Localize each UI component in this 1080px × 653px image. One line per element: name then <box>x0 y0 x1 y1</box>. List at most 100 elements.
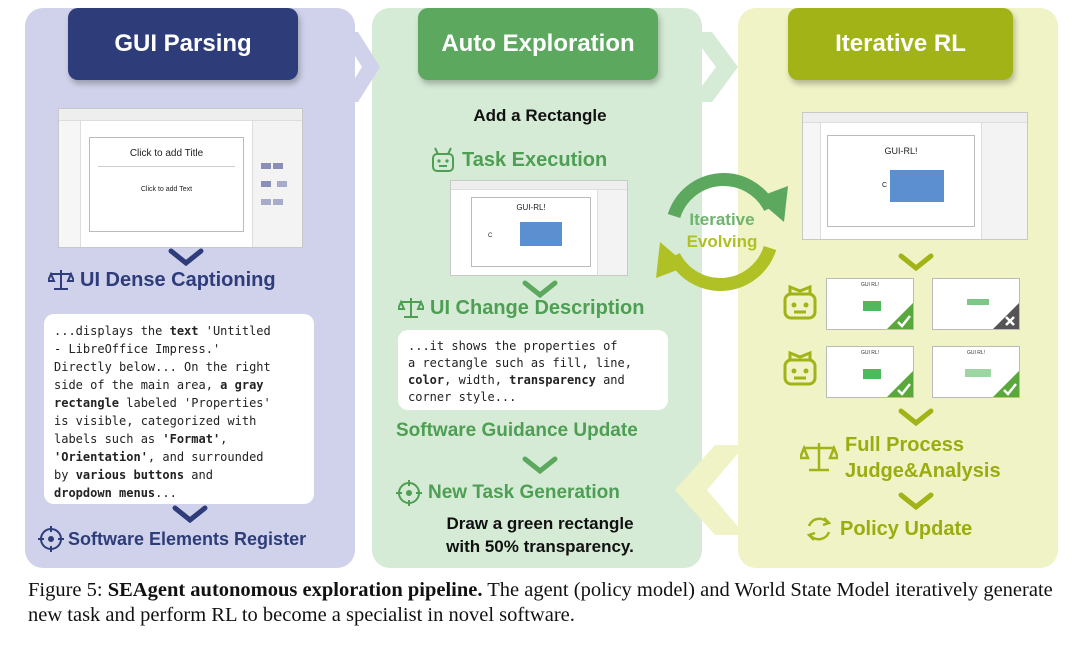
code-text: and <box>184 468 213 482</box>
task-execution-label: Task Execution <box>430 146 607 174</box>
task-add-rectangle: Add a Rectangle <box>473 106 607 125</box>
ui-change-description-label: UI Change Description <box>398 296 644 320</box>
ui-change-line: color, width, transparency and <box>408 372 658 389</box>
auto-exploration-title: Auto Exploration <box>418 8 658 80</box>
dense-caption-line: rectangle labeled 'Properties' <box>54 394 304 412</box>
code-text: 'Untitled <box>198 324 271 338</box>
slide-title-placeholder: Click to add Title <box>129 148 204 159</box>
judge-analysis-line-2: Judge&Analysis <box>845 460 1001 482</box>
caption-bold-title: SEAgent autonomous exploration pipeline. <box>107 579 483 601</box>
code-text: ... <box>155 486 177 500</box>
dense-caption-line: Directly below... On the right <box>54 358 304 376</box>
rollout-thumbnail: GUI RL! <box>826 346 914 398</box>
dense-caption-text-block: ...displays the text 'Untitled - LibreOff… <box>44 314 314 504</box>
ui-change-description-text: UI Change Description <box>430 296 645 319</box>
chevron-down-icon <box>522 456 558 474</box>
dense-caption-line: is visible, categorized with <box>54 412 304 430</box>
chevron-down-icon <box>522 280 558 298</box>
bold-keyword: color <box>408 373 445 387</box>
robot-icon <box>783 350 817 386</box>
figure-caption: Figure 5: SEAgent autonomous exploration… <box>28 578 1068 628</box>
dense-caption-line: labels such as 'Format', <box>54 430 304 448</box>
bold-keyword: transparency <box>509 373 596 387</box>
target-icon <box>396 480 422 506</box>
code-text: by <box>54 468 76 482</box>
scale-icon <box>800 443 838 472</box>
code-text: labeled 'Properties' <box>119 396 271 410</box>
new-task-line-1: Draw a green rectangle <box>446 514 634 533</box>
code-text: corner style... <box>408 390 517 404</box>
caption-prefix: Figure 5: <box>28 579 108 601</box>
check-icon <box>887 303 913 329</box>
chevron-down-icon <box>898 492 934 510</box>
new-task-line-2: with 50% transparency. <box>446 537 634 556</box>
iterative-evolving-cycle <box>656 173 788 291</box>
code-text: Directly below... On the right <box>54 360 271 374</box>
robot-icon <box>783 284 817 320</box>
arrow-rl-to-exploration <box>675 445 745 535</box>
thumb-title: GUI RL! <box>966 350 986 356</box>
rl-screenshot: GUI-RL! C <box>802 112 1028 240</box>
rollout-thumbnail: GUI RL! <box>826 278 914 330</box>
exploration-slide-title: GUI-RL! <box>516 203 546 212</box>
new-task-generation-label: New Task Generation <box>396 480 620 506</box>
chevron-down-icon <box>898 253 934 271</box>
code-text: - LibreOffice Impress.' <box>54 342 221 356</box>
bold-keyword: rectangle <box>54 396 120 410</box>
code-text: labels such as <box>54 432 163 446</box>
code-text: and <box>595 373 625 387</box>
dense-caption-line: - LibreOffice Impress.' <box>54 340 304 358</box>
ui-change-line: a rectangle such as fill, line, <box>408 355 658 372</box>
dense-caption-line: ...displays the text 'Untitled <box>54 322 304 340</box>
thumb-title: GUI RL! <box>860 282 880 288</box>
code-text: , and surrounded <box>147 450 264 464</box>
chevron-down-icon <box>168 248 204 266</box>
iterative-rl-title: Iterative RL <box>788 8 1013 80</box>
code-text: ...displays the <box>54 324 170 338</box>
rl-slide-title: GUI-RL! <box>884 146 918 156</box>
code-text: is visible, categorized with <box>54 414 257 428</box>
slide-text-placeholder: Click to add Text <box>140 186 193 193</box>
full-process-line-1: Full Process <box>845 434 964 456</box>
dense-caption-line: side of the main area, a gray <box>54 376 304 394</box>
new-task-generation-text: New Task Generation <box>428 482 620 503</box>
software-elements-register-label: Software Elements Register <box>38 526 306 552</box>
ui-dense-captioning-text: UI Dense Captioning <box>80 268 276 291</box>
rl-slide-side: C <box>882 182 888 189</box>
code-text: a rectangle such as fill, line, <box>408 356 632 370</box>
ui-dense-captioning-label: UI Dense Captioning <box>48 268 276 292</box>
check-icon <box>887 371 913 397</box>
exploration-slide-side: C <box>488 233 493 239</box>
auto-exploration-panel <box>372 8 702 568</box>
task-execution-text: Task Execution <box>462 148 608 171</box>
dense-caption-line: by various buttons and <box>54 466 304 484</box>
refresh-icon <box>806 517 832 541</box>
robot-icon <box>432 147 454 172</box>
bold-keyword: a gray <box>220 378 264 392</box>
code-text: side of the main area, <box>54 378 221 392</box>
policy-update-label: Policy Update <box>804 514 972 544</box>
ui-change-line: corner style... <box>408 389 658 406</box>
dense-caption-line: dropdown menus... <box>54 484 304 502</box>
thumb-title: GUI RL! <box>860 350 880 356</box>
exploration-screenshot: GUI-RL! C <box>450 180 628 276</box>
chevron-down-icon <box>172 505 208 523</box>
policy-update-text: Policy Update <box>840 517 973 540</box>
arrow-parsing-to-exploration <box>340 32 380 102</box>
ui-change-line: ...it shows the properties of <box>408 338 658 355</box>
bold-keyword: 'Orientation' <box>54 450 148 464</box>
arrow-exploration-to-rl <box>690 32 738 102</box>
check-icon <box>993 371 1019 397</box>
chevron-down-icon <box>898 408 934 426</box>
iterative-evolving-line-1: Iterative <box>689 210 755 229</box>
target-icon <box>38 526 64 552</box>
code-text: , <box>220 432 228 446</box>
code-text: , width, <box>444 373 510 387</box>
bold-keyword: text <box>169 324 199 338</box>
software-elements-register-text: Software Elements Register <box>68 528 307 549</box>
caption-body: The agent (policy model) and World State… <box>28 579 1053 626</box>
dense-caption-line: 'Orientation', and surrounded <box>54 448 304 466</box>
software-guidance-update-label: Software Guidance Update <box>396 420 638 441</box>
gui-parsing-title: GUI Parsing <box>68 8 298 80</box>
